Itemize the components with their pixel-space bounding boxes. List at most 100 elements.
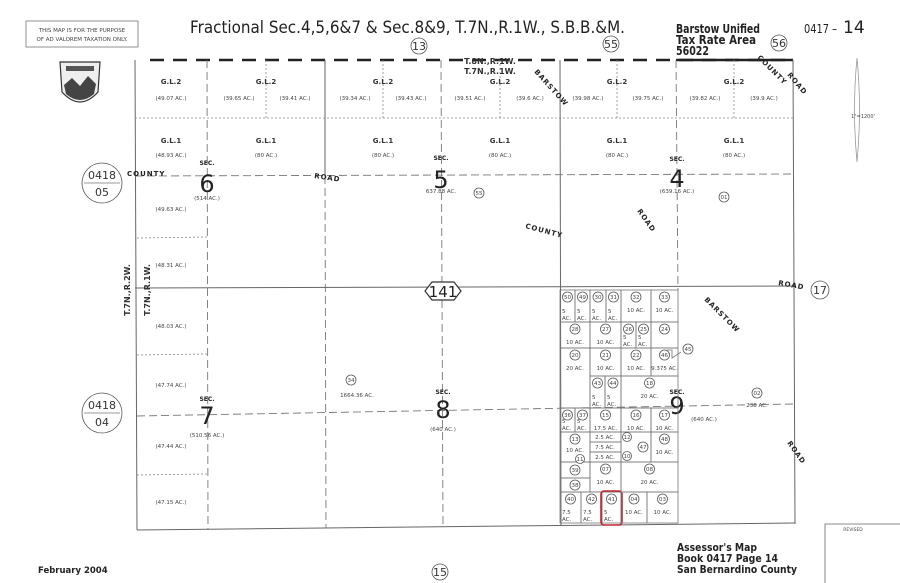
parcel[interactable]: 39: [559, 461, 591, 479]
parcel-number-circle: [682, 343, 694, 355]
parcel-number[interactable]: 26: [625, 327, 632, 333]
parcel-number[interactable]: 48: [661, 437, 668, 443]
parcel-acres: 5: [577, 309, 581, 315]
parcel-number[interactable]: 11: [577, 457, 584, 463]
parcel-number[interactable]: 28: [572, 327, 579, 333]
parcel-number[interactable]: 49: [579, 295, 586, 301]
parcel-acres: AC.: [608, 316, 618, 322]
parcel[interactable]: 38: [559, 477, 591, 493]
strip-parcel[interactable]: 7.5 AC.10: [589, 441, 632, 461]
strip-parcel[interactable]: 2.5 AC.11: [575, 451, 622, 464]
section-number: 5: [433, 166, 448, 194]
parcel-number[interactable]: 27: [602, 327, 609, 333]
parcel-boundary[interactable]: [589, 451, 622, 463]
parcel-number[interactable]: 22: [633, 353, 640, 359]
parcel-number[interactable]: 33: [661, 295, 668, 301]
township-north-label: T.8N.,R.1W.: [464, 57, 516, 66]
parcel-number[interactable]: 20: [572, 353, 579, 359]
revised-label: REVISED: [843, 527, 863, 533]
parcel-acres: 20 AC.: [640, 394, 658, 400]
assessor-line-2: Book 0417 Page 14: [677, 552, 778, 565]
parcel-number[interactable]: 36: [564, 413, 571, 419]
road-label: COUNTY: [524, 222, 563, 240]
parcel-number[interactable]: 40: [567, 497, 574, 503]
parcel-number[interactable]: 55: [476, 191, 483, 197]
gov-lot-label: G.L.1: [161, 137, 182, 145]
parcel-number[interactable]: 41: [608, 497, 615, 503]
parcel-number[interactable]: 47: [640, 445, 647, 451]
parcel-number[interactable]: 13: [572, 437, 579, 443]
parcel-number[interactable]: 21: [602, 353, 609, 359]
township-south-label: T.7N.,R.1W.: [464, 67, 516, 76]
parcel-number[interactable]: 16: [633, 413, 640, 419]
parcel-number[interactable]: 46: [661, 353, 668, 359]
parcel-number[interactable]: 34: [348, 378, 355, 384]
parcel-number[interactable]: 04: [631, 497, 638, 503]
parcel-number[interactable]: 42: [588, 497, 595, 503]
parcel-acres: 10 AC.: [655, 308, 673, 314]
parcel-number[interactable]: 43: [594, 381, 601, 387]
parcel[interactable]: 407.5AC.: [559, 491, 582, 524]
parcel-number[interactable]: 32: [633, 295, 640, 301]
parcel-number[interactable]: 17: [661, 413, 668, 419]
parcel-number[interactable]: 45: [685, 347, 692, 353]
parcel-number[interactable]: 01: [721, 195, 728, 201]
parcel-number[interactable]: 07: [602, 467, 609, 473]
tax-area-code: 56022: [676, 43, 709, 58]
parcel-number[interactable]: 30: [595, 295, 602, 301]
parcel-number[interactable]: 31: [610, 295, 617, 301]
parcel-number[interactable]: 25: [640, 327, 647, 333]
parcel-number[interactable]: 24: [661, 327, 668, 333]
parcel-boundary[interactable]: [646, 491, 679, 524]
gov-lot-acres: (80 AC.): [606, 153, 628, 159]
disclaimer-line-2: OF AD VALOREM TAXATION ONLY.: [37, 37, 128, 43]
parcel-number[interactable]: 03: [659, 497, 666, 503]
parcel-45[interactable]: 45: [667, 343, 694, 359]
parcel-number[interactable]: 44: [610, 381, 617, 387]
parcel[interactable]: 24: [650, 321, 679, 349]
parcel-number[interactable]: 08: [646, 467, 653, 473]
parcel-number[interactable]: 39: [572, 468, 579, 474]
parcel-number[interactable]: 18: [646, 381, 653, 387]
book-page-ref: 141: [429, 283, 458, 301]
parcel-number[interactable]: 50: [564, 295, 571, 301]
parcel[interactable]: 33 10 AC.: [650, 289, 679, 323]
parcel-number[interactable]: 02: [754, 391, 761, 397]
parcel[interactable]: 469.375 AC.: [650, 347, 679, 377]
parcel-number[interactable]: 37: [579, 413, 586, 419]
parcel-number[interactable]: 10: [624, 454, 631, 460]
parcel-number[interactable]: 38: [572, 483, 579, 489]
section-number: 7: [199, 402, 214, 430]
gov-lot-label: G.L.2: [490, 78, 511, 86]
parcel-number[interactable]: 12: [624, 435, 631, 441]
strip-parcel[interactable]: 2.5 AC.12: [589, 431, 632, 443]
parcel[interactable]: 427.5AC.: [580, 491, 603, 524]
parcel-number[interactable]: 15: [602, 413, 609, 419]
parcel-acres: 5: [604, 510, 608, 516]
